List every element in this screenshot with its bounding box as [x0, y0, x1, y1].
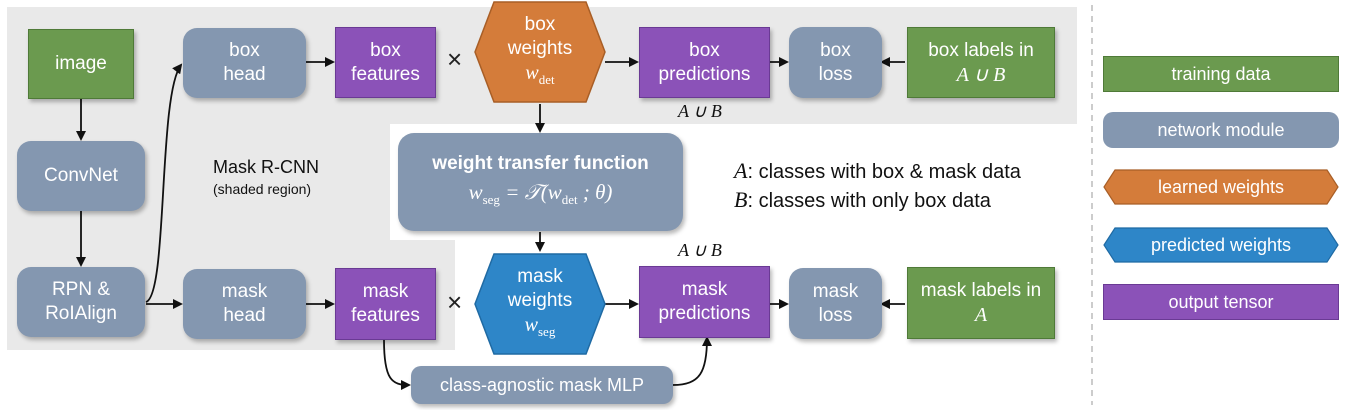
legend-training-data: training data [1103, 56, 1339, 92]
rpn-roialign-node: RPN & RoIAlign [17, 267, 145, 337]
mask-loss-node: mask loss [789, 268, 882, 339]
multiply-symbol-top: × [447, 44, 463, 74]
arrow-mlp-maskpred [672, 336, 712, 386]
legend-network-module-label: network module [1157, 119, 1285, 140]
mask-weights-hexagon [474, 253, 606, 355]
box-labels-node: box labels in A ∪ B [907, 27, 1055, 98]
box-head-line1: box [229, 40, 260, 61]
union-label-bottom: A ∪ B [678, 240, 722, 260]
mask-loss-line1: mask [812, 280, 859, 302]
multiply-symbol-bottom: × [447, 287, 463, 317]
box-labels-line2: A ∪ B [956, 63, 1006, 86]
mask-features-line1: mask [362, 281, 409, 302]
definition-b: B: classes with only box data [734, 187, 991, 213]
mask-head-line1: mask [221, 281, 268, 302]
box-head-line2: head [223, 64, 266, 85]
box-predictions-line1: box [689, 39, 720, 61]
box-weights-line2: weights [507, 37, 573, 59]
box-head-node: box head [183, 28, 306, 98]
class-agnostic-mlp-node: class-agnostic mask MLP [411, 366, 673, 404]
definition-b-text: : classes with only box data [747, 190, 991, 212]
legend-output-tensor: output tensor [1103, 284, 1339, 320]
arrow-rpn-boxhead [145, 63, 183, 303]
legend-predicted-weights: predicted weights [1103, 227, 1339, 263]
weight-transfer-function-node: weight transfer function wseg = 𝒯(wdet ;… [398, 133, 683, 231]
box-features-line1: box [370, 39, 401, 61]
legend-learned-weights: learned weights [1103, 169, 1339, 205]
mask-labels-line1: mask labels in [920, 280, 1042, 301]
convnet-label: ConvNet [44, 165, 118, 186]
box-features-node: box features [335, 27, 436, 98]
box-loss-line1: box [820, 39, 851, 61]
box-predictions-line2: predictions [658, 63, 751, 85]
mask-weights-symbol: wseg [524, 313, 556, 339]
definition-a: A: classes with box & mask data [734, 158, 1021, 184]
mask-rcnn-subtitle: (shaded region) [213, 181, 312, 197]
mask-features-node: mask features [335, 268, 436, 340]
box-weights-node: box weights wdet [474, 0, 606, 104]
image-node: image [28, 29, 134, 99]
legend-learned-weights-shape [1103, 169, 1339, 205]
legend-learned-weights-label: learned weights [1157, 176, 1285, 197]
arrow-maskfeatures-mlp [383, 339, 411, 390]
box-features-line2: features [351, 63, 420, 85]
box-loss-line2: loss [818, 63, 853, 85]
mask-predictions-line2: predictions [658, 303, 751, 324]
box-loss-node: box loss [789, 27, 882, 98]
definition-a-symbol: A [734, 158, 748, 183]
mask-head-line2: head [223, 305, 266, 326]
union-label-top: A ∪ B [678, 101, 722, 121]
mask-head-node: mask head [183, 269, 306, 339]
wtf-formula: wseg = 𝒯(wdet ; θ) [468, 179, 613, 208]
mask-labels-node: mask labels in A [907, 267, 1055, 339]
convnet-node: ConvNet [17, 141, 145, 211]
legend-output-tensor-label: output tensor [1168, 291, 1274, 312]
definition-b-symbol: B [734, 187, 748, 212]
rpn-label-line1: RPN & [51, 279, 111, 300]
mask-weights-line2: weights [507, 289, 573, 311]
definition-a-text: : classes with box & mask data [747, 161, 1021, 183]
box-labels-line1: box labels in [928, 39, 1034, 61]
box-weights-hexagon [474, 1, 606, 103]
wtf-title: weight transfer function [432, 152, 649, 174]
mask-loss-line2: loss [818, 304, 853, 326]
box-predictions-node: box predictions [639, 27, 770, 98]
mlp-label: class-agnostic mask MLP [439, 375, 645, 395]
mask-rcnn-title: Mask R-CNN [213, 157, 319, 177]
mask-features-line2: features [351, 305, 420, 326]
legend-predicted-weights-shape [1103, 227, 1339, 263]
box-weights-symbol: wdet [525, 61, 555, 87]
mask-weights-node: mask weights wseg [474, 252, 606, 356]
legend-network-module: network module [1103, 112, 1339, 148]
legend-training-data-label: training data [1171, 63, 1271, 84]
mask-predictions-node: mask predictions [639, 266, 770, 338]
mask-predictions-line1: mask [681, 279, 728, 300]
mask-weights-line1: mask [517, 265, 563, 287]
rpn-label-line2: RoIAlign [45, 303, 117, 324]
mask-labels-line2: A [974, 304, 988, 326]
legend-predicted-weights-label: predicted weights [1150, 234, 1292, 255]
image-label: image [55, 53, 107, 74]
box-weights-line1: box [524, 13, 556, 35]
